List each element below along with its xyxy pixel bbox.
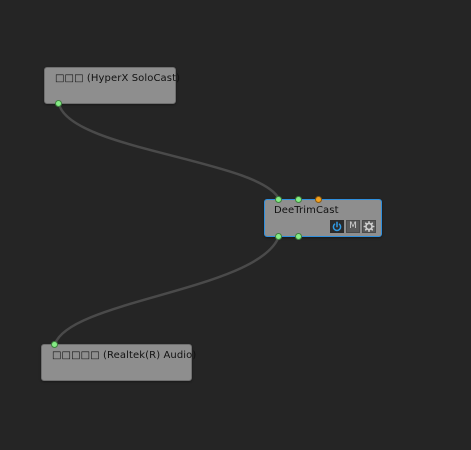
power-icon (332, 221, 342, 232)
gear-icon (363, 221, 375, 232)
filter-node-title: DeeTrimCast (274, 205, 339, 216)
output-node-input-port[interactable] (51, 341, 58, 348)
filter-node-control-port[interactable] (315, 196, 322, 203)
input-node[interactable]: □□□ (HyperX SoloCast) (44, 67, 180, 104)
output-node[interactable]: □□□□□ (Realtek(R) Audio) (41, 344, 196, 381)
filter-node[interactable]: DeeTrimCast M (264, 199, 382, 237)
filter-node-input-port-2[interactable] (295, 196, 302, 203)
filter-node-output-port-2[interactable] (295, 233, 302, 240)
filter-node-output-port-1[interactable] (275, 233, 282, 240)
settings-button[interactable] (362, 220, 376, 233)
link-filter-to-output (53, 235, 281, 345)
link-input-to-filter (57, 103, 281, 200)
mute-button[interactable]: M (346, 220, 360, 233)
filter-node-input-port-1[interactable] (275, 196, 282, 203)
input-node-title: □□□ (HyperX SoloCast) (55, 73, 181, 84)
output-node-title: □□□□□ (Realtek(R) Audio) (52, 350, 197, 361)
power-button[interactable] (330, 220, 344, 233)
input-node-output-port[interactable] (55, 100, 62, 107)
